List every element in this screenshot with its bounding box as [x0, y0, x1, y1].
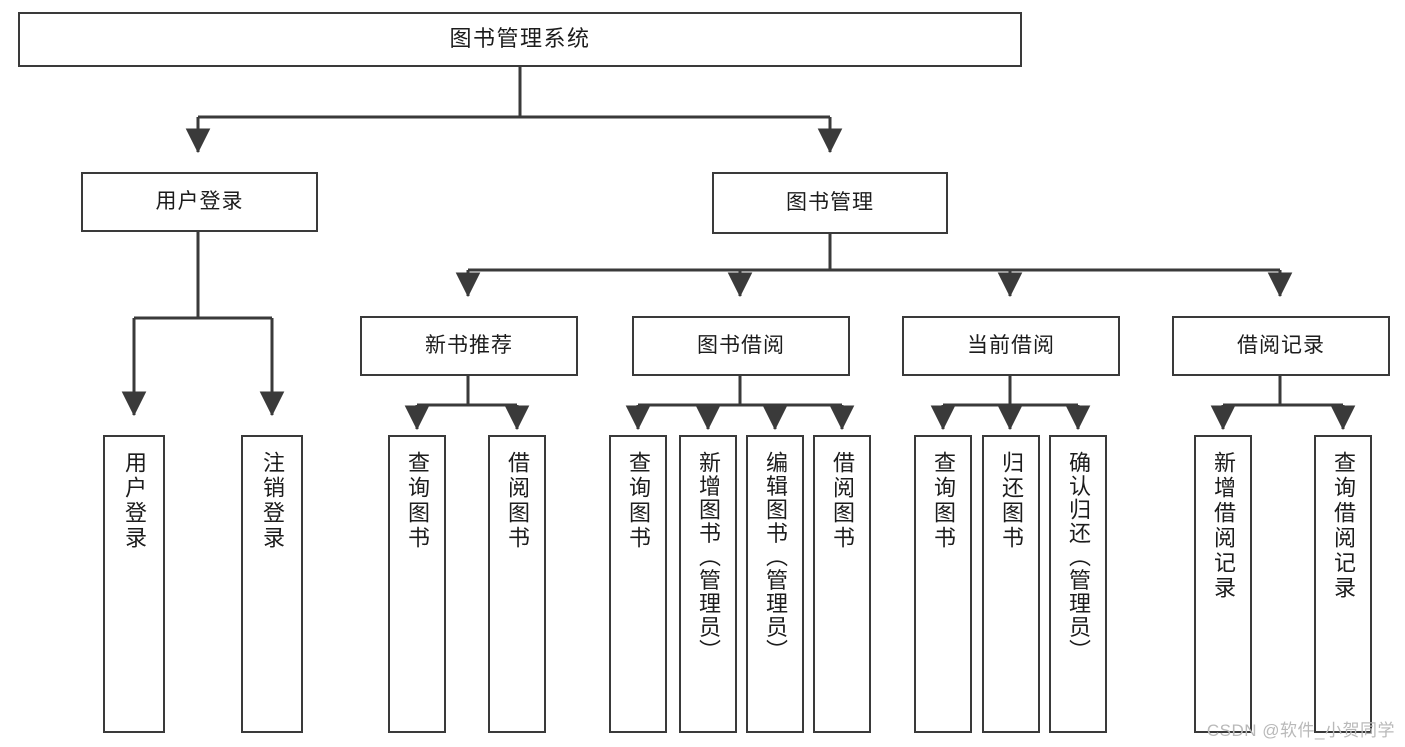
node-leaf-add-record[interactable]: 新增借阅记录 [1194, 435, 1252, 733]
node-leaf-query-book-2[interactable]: 查询图书 [609, 435, 667, 733]
node-leaf-borrow-book-2-label: 借阅图书 [830, 451, 855, 551]
node-leaf-add-book[interactable]: 新增图书（管理员） [679, 435, 737, 733]
node-leaf-add-book-label: 新增图书（管理员） [696, 451, 721, 663]
node-leaf-edit-book[interactable]: 编辑图书（管理员） [746, 435, 804, 733]
node-leaf-query-book-3-label: 查询图书 [931, 451, 956, 551]
node-leaf-edit-book-label: 编辑图书（管理员） [763, 451, 788, 663]
node-borrow-record[interactable]: 借阅记录 [1172, 316, 1390, 376]
node-current-borrow[interactable]: 当前借阅 [902, 316, 1120, 376]
node-leaf-user-login[interactable]: 用户登录 [103, 435, 165, 733]
node-leaf-query-book-1-label: 查询图书 [405, 451, 430, 551]
node-leaf-return-book[interactable]: 归还图书 [982, 435, 1040, 733]
node-book-manage-label: 图书管理 [786, 191, 874, 215]
node-leaf-confirm-return[interactable]: 确认归还（管理员） [1049, 435, 1107, 733]
node-root-label: 图书管理系统 [449, 26, 591, 52]
node-leaf-confirm-return-label: 确认归还（管理员） [1066, 451, 1091, 663]
node-leaf-logout-login[interactable]: 注销登录 [241, 435, 303, 733]
node-new-book-recommend[interactable]: 新书推荐 [360, 316, 578, 376]
node-leaf-add-record-label: 新增借阅记录 [1211, 451, 1236, 601]
node-current-borrow-label: 当前借阅 [967, 334, 1055, 358]
node-leaf-logout-login-label: 注销登录 [260, 451, 285, 551]
node-new-book-recommend-label: 新书推荐 [425, 334, 513, 358]
node-leaf-query-book-3[interactable]: 查询图书 [914, 435, 972, 733]
node-leaf-user-login-label: 用户登录 [122, 451, 147, 551]
node-leaf-query-book-1[interactable]: 查询图书 [388, 435, 446, 733]
node-book-manage[interactable]: 图书管理 [712, 172, 948, 234]
node-user-login[interactable]: 用户登录 [81, 172, 318, 232]
node-leaf-borrow-book-1[interactable]: 借阅图书 [488, 435, 546, 733]
csdn-watermark: CSDN @软件_小贺同学 [1206, 721, 1395, 740]
node-leaf-query-book-2-label: 查询图书 [626, 451, 651, 551]
node-leaf-query-record-label: 查询借阅记录 [1331, 451, 1356, 601]
node-leaf-return-book-label: 归还图书 [999, 451, 1024, 551]
node-book-borrow-label: 图书借阅 [697, 334, 785, 358]
node-book-borrow[interactable]: 图书借阅 [632, 316, 850, 376]
node-leaf-query-record[interactable]: 查询借阅记录 [1314, 435, 1372, 733]
node-leaf-borrow-book-1-label: 借阅图书 [505, 451, 530, 551]
node-user-login-label: 用户登录 [155, 190, 244, 214]
node-leaf-borrow-book-2[interactable]: 借阅图书 [813, 435, 871, 733]
node-borrow-record-label: 借阅记录 [1237, 334, 1325, 358]
node-root[interactable]: 图书管理系统 [18, 12, 1022, 67]
